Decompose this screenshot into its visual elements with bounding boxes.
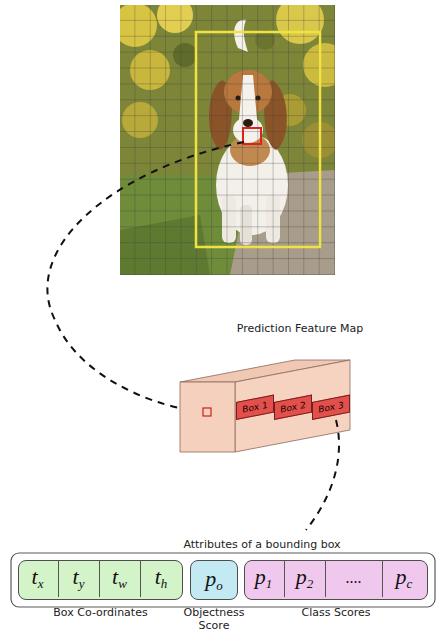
- dog-photo: [120, 5, 335, 275]
- anchor-box: Box 1: [236, 395, 274, 420]
- box-label: Box 1: [242, 400, 267, 415]
- coordinate-group: Box Co-ordinatestxtytwth: [18, 560, 183, 600]
- attribute-cell: p2: [285, 560, 326, 597]
- group-heading: Objectness Score: [174, 606, 254, 632]
- attribute-symbol: p1: [255, 566, 273, 590]
- attribute-symbol: ....: [346, 569, 362, 587]
- caption-label: Attributes of a bounding box: [183, 538, 340, 551]
- attribute-cell: tx: [18, 560, 59, 597]
- attribute-symbol: tw: [112, 566, 127, 590]
- anchor-box: Box 3: [312, 395, 350, 420]
- feature-map-prism: [180, 360, 350, 452]
- attribute-cell: ty: [59, 560, 100, 597]
- map-label: Prediction Feature Map: [237, 322, 363, 335]
- box-label: Box 3: [318, 400, 343, 415]
- attribute-symbol: po: [205, 568, 223, 592]
- leader-line: [306, 420, 339, 530]
- box-label: Box 2: [280, 400, 305, 415]
- grid-cell: [243, 128, 261, 144]
- attribute-symbol: pc: [396, 566, 413, 590]
- group-heading: Class Scores: [302, 606, 371, 619]
- attribute-cell: p1: [244, 560, 285, 597]
- anchor-box: Box 2: [274, 395, 312, 420]
- attribute-cell: th: [141, 560, 182, 597]
- attribute-vector: [11, 553, 435, 607]
- attribute-cell: ....: [326, 560, 383, 597]
- objectness-cell: poObjectness Score: [190, 560, 238, 600]
- attribute-cell: pc: [383, 560, 426, 597]
- class-group: Class Scoresp1p2....pc: [244, 560, 428, 600]
- attribute-symbol: tx: [32, 566, 44, 590]
- bounding-box: [196, 32, 320, 247]
- attribute-cell: tw: [100, 560, 141, 597]
- attribute-symbol: p2: [296, 566, 314, 590]
- attribute-symbol: th: [155, 566, 168, 590]
- attribute-symbol: ty: [73, 566, 85, 590]
- leader-line: [47, 142, 244, 412]
- group-heading: Box Co-ordinates: [53, 606, 147, 619]
